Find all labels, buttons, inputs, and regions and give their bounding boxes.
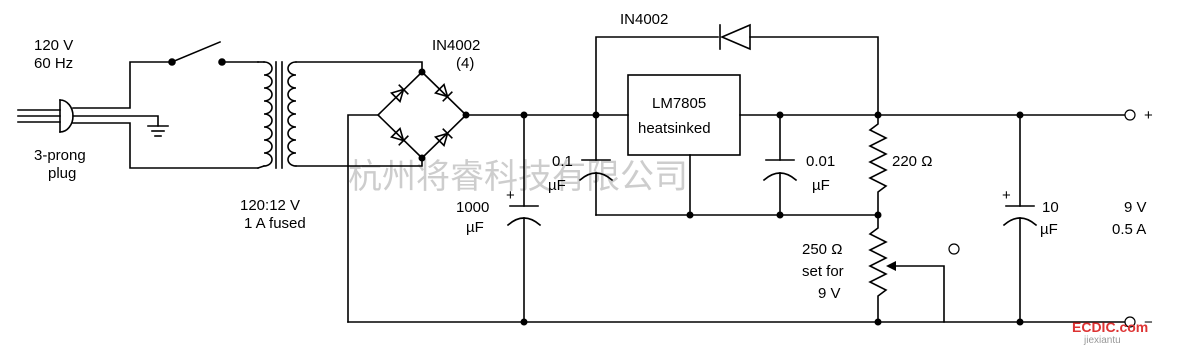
cap-bulk-unit: µF: [466, 219, 484, 236]
pot-note-line2: 9 V: [818, 285, 841, 302]
plug-label-line1: 3-prong: [34, 147, 86, 164]
secondary-top-wire: [295, 61, 423, 73]
source-voltage-label: 120 V: [34, 37, 73, 54]
bridge-count-label: (4): [456, 55, 474, 72]
resistor-label: 220 Ω: [892, 153, 932, 170]
pot-note-line1: set for: [802, 263, 844, 280]
output-current-label: 0.5 A: [1112, 221, 1146, 238]
three-prong-plug: [17, 99, 74, 133]
cap-bulk-polarity: +: [506, 187, 515, 204]
capacitor-0-1uf: [578, 111, 614, 216]
transformer: [256, 61, 297, 170]
pot-value-label: 250 Ω: [802, 241, 842, 258]
lm7805-regulator: [627, 74, 741, 156]
capacitor-0-01uf: [762, 111, 798, 219]
power-switch: [168, 40, 226, 66]
bridge-part-label: IN4002: [432, 37, 480, 54]
plug-label-line2: plug: [48, 165, 76, 182]
regulator-name: LM7805: [652, 95, 706, 112]
output-voltage-label: 9 V: [1124, 199, 1147, 216]
positive-terminal: [1124, 109, 1136, 121]
positive-terminal-label: +: [1144, 107, 1153, 124]
negative-terminal: [1124, 316, 1136, 328]
cap-out-unit: µF: [812, 177, 830, 194]
site-logo: ECDIC.com jiexiantu: [1072, 319, 1148, 346]
transformer-fuse-label: 1 A fused: [244, 215, 306, 232]
site-logo-sub: jiexiantu: [1083, 335, 1121, 346]
potentiometer-250-ohm: [868, 214, 945, 326]
capacitor-10uf: [1002, 111, 1038, 326]
negative-terminal-label: −: [1144, 314, 1153, 331]
neutral-wire: [72, 122, 259, 169]
test-point: [948, 243, 960, 255]
protection-diode: [595, 23, 879, 116]
cap-output-polarity: +: [1002, 187, 1011, 204]
cap-output-unit: µF: [1040, 221, 1058, 238]
cap-bulk-value: 1000: [456, 199, 489, 216]
ground-wire: [72, 115, 159, 127]
bridge-rectifier: [376, 68, 470, 162]
watermark-text: 杭州将睿科技有限公司: [348, 157, 688, 197]
line-wire: [72, 61, 173, 109]
bridge-negative-wire: [347, 114, 379, 323]
cap-in-unit: µF: [548, 177, 566, 194]
capacitor-1000uf: [506, 111, 542, 326]
regulator-note: heatsinked: [638, 120, 711, 137]
resistor-220-ohm: [868, 111, 888, 219]
cap-in-value: 0.1: [552, 153, 573, 170]
ground-symbol: [147, 125, 169, 137]
protect-diode-label: IN4002: [620, 11, 668, 28]
transformer-ratio-label: 120:12 V: [240, 197, 300, 214]
cap-out-value: 0.01: [806, 153, 835, 170]
cap-output-value: 10: [1042, 199, 1059, 216]
site-logo-text: ECDIC.com: [1072, 319, 1148, 335]
source-frequency-label: 60 Hz: [34, 55, 73, 72]
